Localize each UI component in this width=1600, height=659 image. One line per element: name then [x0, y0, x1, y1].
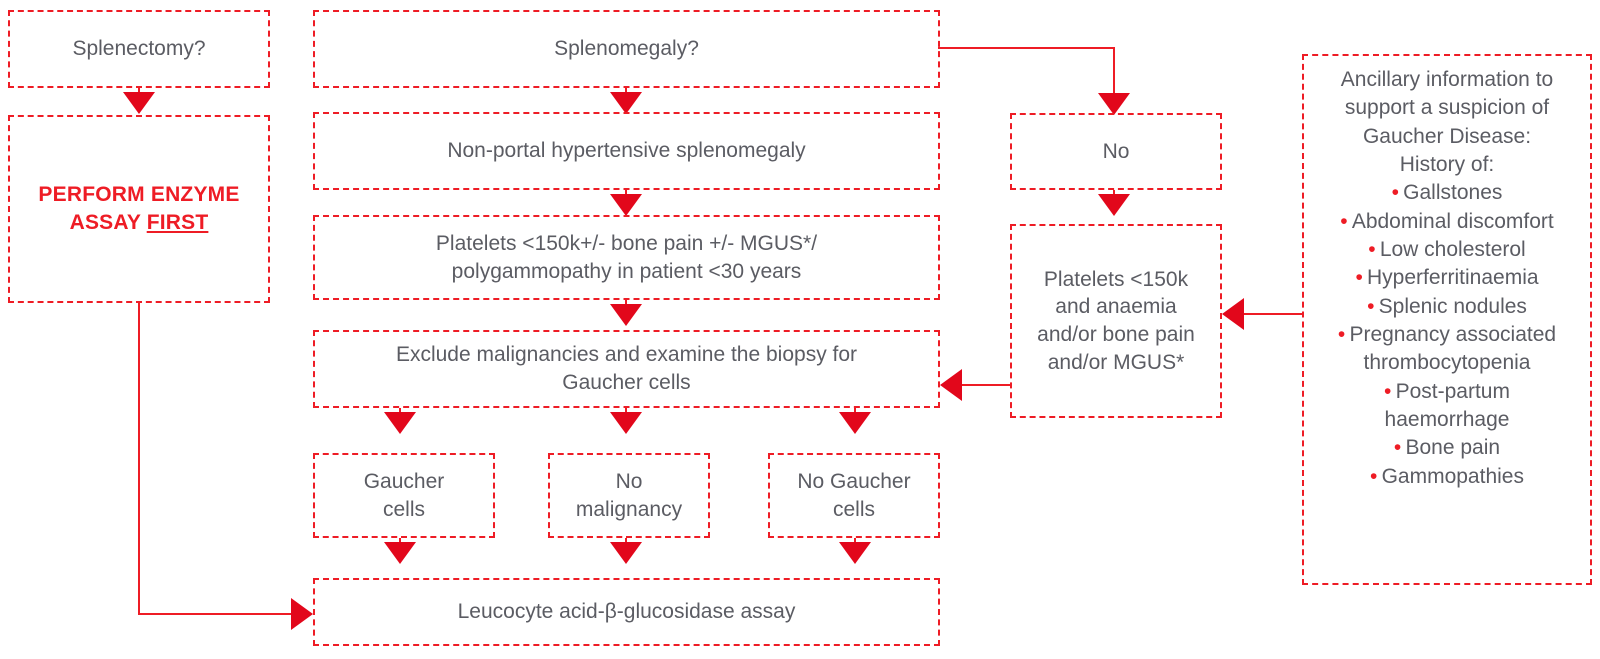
node-non-portal-label: Non-portal hypertensive splenomegaly: [447, 139, 806, 163]
ancillary-list-item: • Post-partum: [1314, 378, 1580, 406]
connector-splenomegaly-to-no-horizontal: [938, 47, 1115, 49]
ancillary-list-item: • Hyperferritinaemia: [1314, 264, 1580, 292]
ancillary-list-item-label: Gallstones: [1403, 181, 1503, 205]
arrowhead-assay-to-leucocyte: [291, 598, 313, 630]
arrowhead-exclude-to-gaucher-cells: [384, 412, 416, 434]
arrowhead-no-gaucher-cells-to-leucocyte: [839, 542, 871, 564]
bullet-icon: •: [1384, 379, 1396, 403]
ancillary-list-item: • Gallstones: [1314, 179, 1580, 207]
bullet-icon: •: [1337, 323, 1350, 347]
arrowhead-splenomegaly-to-nonportal: [610, 92, 642, 114]
ancillary-list-item: thrombocytopenia: [1314, 349, 1580, 377]
ancillary-header-line2: support a suspicion of: [1344, 96, 1550, 120]
gaucher-cells-line1: Gaucher: [363, 469, 445, 493]
bullet-icon: •: [1340, 209, 1352, 233]
node-no-answer: No: [1010, 113, 1222, 190]
ancillary-list-item-label: Hyperferritinaemia: [1367, 266, 1539, 290]
arrowhead-ancillary-to-platelets-right: [1222, 298, 1244, 330]
ancillary-list-item: • Low cholesterol: [1314, 236, 1580, 264]
connector-assay-to-leucocyte-horizontal: [138, 613, 293, 615]
bullet-icon: •: [1393, 436, 1406, 460]
arrowhead-splenectomy-to-assay: [123, 92, 155, 114]
platelets-right-line3: and/or bone pain: [1037, 323, 1195, 346]
node-exclude-malignancies: Exclude malignancies and examine the bio…: [313, 330, 940, 408]
arrowhead-platelets-to-exclude: [610, 304, 642, 326]
ancillary-header-line1: Ancillary information to: [1340, 68, 1554, 91]
connector-splenomegaly-to-no-vertical: [1113, 47, 1115, 103]
panel-ancillary-information: Ancillary information to support a suspi…: [1302, 54, 1592, 585]
ancillary-list-item-label: thrombocytopenia: [1363, 351, 1531, 375]
arrowhead-gaucher-cells-to-leucocyte: [384, 542, 416, 564]
perform-assay-line2-pre: ASSAY: [69, 211, 147, 234]
ancillary-list-item-label: Post-partum: [1395, 379, 1510, 403]
arrowhead-no-malignancy-to-leucocyte: [610, 542, 642, 564]
bullet-icon: •: [1391, 181, 1404, 205]
arrowhead-platelets-right-to-exclude: [940, 369, 962, 401]
node-no-gaucher-cells: No Gaucher cells: [768, 453, 940, 538]
node-non-portal-splenomegaly: Non-portal hypertensive splenomegaly: [313, 112, 940, 190]
ancillary-bullet-list: • Gallstones• Abdominal discomfort• Low …: [1314, 179, 1580, 491]
arrowhead-exclude-to-no-gaucher-cells: [839, 412, 871, 434]
ancillary-list-item-label: Splenic nodules: [1378, 294, 1527, 318]
ancillary-list-item: • Gammopathies: [1314, 463, 1580, 491]
ancillary-list-item: • Splenic nodules: [1314, 293, 1580, 321]
gaucher-cells-line2: cells: [382, 497, 425, 521]
node-no-malignancy: No malignancy: [548, 453, 710, 538]
connector-assay-to-leucocyte-vertical: [138, 303, 140, 614]
connector-ancillary-to-platelets-right: [1244, 313, 1304, 315]
node-splenectomy: Splenectomy?: [8, 10, 270, 88]
platelets-right-line1: Platelets <150k: [1043, 267, 1189, 291]
platelets-right-line4: and/or MGUS*: [1047, 350, 1185, 374]
arrowhead-nonportal-to-platelets: [610, 194, 642, 216]
bullet-icon: •: [1355, 266, 1367, 290]
node-leucocyte-assay-label: Leucocyte acid-β-glucosidase assay: [457, 600, 796, 624]
exclude-line2: Gaucher cells: [562, 371, 691, 394]
no-gaucher-cells-line1: No Gaucher: [797, 469, 911, 493]
node-leucocyte-assay: Leucocyte acid-β-glucosidase assay: [313, 578, 940, 646]
ancillary-list-item-label: Gammopathies: [1381, 464, 1524, 488]
ancillary-list-item-label: haemorrhage: [1384, 408, 1510, 432]
no-malignancy-line2: malignancy: [575, 497, 683, 521]
ancillary-header-line4: History of:: [1399, 153, 1495, 177]
arrowhead-exclude-to-no-malignancy: [610, 412, 642, 434]
platelets-right-line2: and anaemia: [1055, 295, 1177, 319]
arrowhead-splenomegaly-to-no: [1098, 93, 1130, 115]
ancillary-list-item-label: Pregnancy associated: [1349, 323, 1557, 347]
node-splenomegaly: Splenomegaly?: [313, 10, 940, 88]
node-splenomegaly-label: Splenomegaly?: [554, 37, 699, 61]
node-gaucher-cells: Gaucher cells: [313, 453, 495, 538]
ancillary-list-item: • Abdominal discomfort: [1314, 208, 1580, 236]
ancillary-list-item-label: Low cholesterol: [1379, 238, 1526, 262]
node-platelets-right: Platelets <150k and anaemia and/or bone …: [1010, 224, 1222, 418]
bullet-icon: •: [1370, 464, 1382, 488]
ancillary-header-line3: Gaucher Disease:: [1362, 124, 1532, 148]
node-perform-enzyme-assay: PERFORM ENZYME ASSAY FIRST: [8, 115, 270, 303]
platelets-criteria-line2: polygammopathy in patient <30 years: [451, 259, 802, 283]
ancillary-list-item-label: Abdominal discomfort: [1351, 209, 1554, 233]
ancillary-list-item: haemorrhage: [1314, 406, 1580, 434]
node-no-answer-label: No: [1102, 139, 1130, 163]
perform-assay-line1: PERFORM ENZYME: [38, 183, 240, 207]
ancillary-list-item-label: Bone pain: [1405, 436, 1501, 460]
arrowhead-no-to-platelets-right: [1098, 194, 1130, 216]
node-platelets-criteria: Platelets <150k+/- bone pain +/- MGUS*/ …: [313, 215, 940, 300]
bullet-icon: •: [1367, 294, 1379, 318]
connector-platelets-right-to-exclude: [962, 384, 1012, 386]
no-malignancy-line1: No: [615, 469, 643, 493]
ancillary-list-item: • Pregnancy associated: [1314, 321, 1580, 349]
exclude-line1: Exclude malignancies and examine the bio…: [395, 343, 858, 367]
platelets-criteria-line1: Platelets <150k+/- bone pain +/- MGUS*/: [435, 231, 818, 255]
ancillary-list-item: • Bone pain: [1314, 434, 1580, 462]
node-splenectomy-label: Splenectomy?: [72, 37, 206, 61]
perform-assay-first-underlined: FIRST: [146, 211, 209, 234]
bullet-icon: •: [1368, 238, 1380, 262]
no-gaucher-cells-line2: cells: [832, 497, 875, 521]
